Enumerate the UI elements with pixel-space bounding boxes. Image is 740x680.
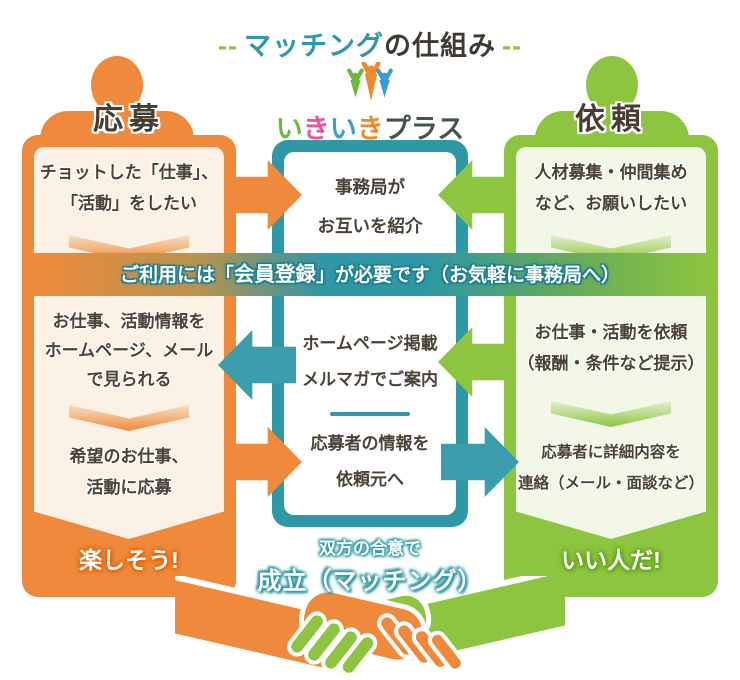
banner-post: 」が必要です（お気軽に事務局へ） [316,265,621,286]
title-rest: の仕組み [384,31,496,61]
requester-step2-line2: （報酬・条件など提示） [517,354,705,374]
office-step1: 事務局が お互いを紹介 [284,168,456,245]
title-dash-left: -- [218,31,238,61]
office-step2-line1: ホームページ掲載 [302,334,438,353]
ikiiki-plus-logo: いきいきプラス [270,60,470,146]
banner-strong: 会員登録 [234,263,316,286]
banner-pre: ご利用には「 [119,265,234,286]
applicant-person-icon [91,56,143,114]
down-chevron-icon [69,405,189,431]
applicant-outcome: 楽しそう! [79,547,179,573]
conclusion-line2: 成立（マッチング） [257,568,483,595]
title-highlight: マッチング [244,31,384,61]
applicant-step1-line2: 「活動」をしたい [61,194,197,214]
three-people-icon [347,60,393,101]
logo-name: いきいきプラス [270,107,470,146]
requester-step2-line1: お仕事・活動を依頼 [534,323,688,342]
requester-step3-line2: 連絡（メール・面談など） [517,475,704,492]
role-label-apply: 応募 [93,103,165,136]
requester-step3-line1: 応募者に詳細内容を [541,444,681,461]
office-step2-line2: メルマガでご案内 [302,369,438,389]
logo-suffix: プラス [383,114,465,144]
office-column-inner: 事務局が お互いを紹介 ホームページ掲載 メルマガでご案内 応募者の情報を 依頼… [284,152,456,515]
registration-banner-text: ご利用には「会員登録」が必要です（お気軽に事務局へ） [119,263,621,286]
title-dash-right: -- [502,31,522,61]
applicant-step3-line2: 活動に応募 [86,478,172,498]
conclusion-line1: 双方の合意で [319,539,421,558]
registration-banner: ご利用には「会員登録」が必要です（お気軽に事務局へ） [30,253,710,296]
requester-step3: 応募者に詳細内容を 連絡（メール・面談など） [516,437,706,499]
logo-char-1: い [275,114,303,144]
requester-step1: 人材募集・仲間集め など、お願いしたい [516,157,706,220]
logo-char-3: い [329,114,357,144]
office-step1-line2: お互いを紹介 [317,215,423,236]
applicant-step1-line1: チョットした「仕事」、 [39,163,219,182]
applicant-column: チョットした「仕事」、 「活動」をしたい お仕事、活動情報を ホームページ、メー… [22,135,236,597]
applicant-step2-line3: で見られる [86,370,172,390]
applicant-step3-line1: 希望のお仕事、 [69,447,189,466]
role-label-request: 依頼 [575,103,647,136]
applicant-column-inner: チョットした「仕事」、 「活動」をしたい お仕事、活動情報を ホームページ、メー… [34,147,224,539]
office-step3: 応募者の情報を 依頼元へ [284,426,456,497]
page-title: --マッチングの仕組み-- [0,24,740,63]
office-step2: ホームページ掲載 メルマガでご案内 [284,326,456,397]
conclusion: 双方の合意で 成立（マッチング） [240,534,500,596]
logo-char-4: き [356,114,384,144]
requester-person-icon [586,56,638,114]
office-column: 事務局が お互いを紹介 ホームページ掲載 メルマガでご案内 応募者の情報を 依頼… [272,140,468,527]
applicant-step3: 希望のお仕事、 活動に応募 [34,441,224,504]
applicant-step2-line2: ホームページ、メール [44,341,214,361]
requester-column: 人材募集・仲間集め など、お願いしたい お仕事・活動を依頼 （報酬・条件など提示… [504,135,718,597]
handshake-icon [175,576,565,677]
requester-outcome: いい人だ! [561,547,661,573]
applicant-step2: お仕事、活動情報を ホームページ、メール で見られる [34,307,224,395]
requester-step2: お仕事・活動を依頼 （報酬・条件など提示） [516,317,706,380]
divider [330,412,410,416]
office-step3-line2: 依頼元へ [336,469,404,489]
requester-column-inner: 人材募集・仲間集め など、お願いしたい お仕事・活動を依頼 （報酬・条件など提示… [516,147,706,539]
logo-char-2: き [302,114,330,144]
requester-step1-line1: 人材募集・仲間集め [534,163,688,182]
office-step3-line1: 応募者の情報を [310,434,430,453]
applicant-step1: チョットした「仕事」、 「活動」をしたい [34,157,224,220]
down-chevron-icon [551,401,671,427]
applicant-step2-line1: お仕事、活動情報を [52,312,206,331]
office-step1-line1: 事務局が [335,177,405,197]
requester-step1-line2: など、お願いしたい [534,194,688,214]
